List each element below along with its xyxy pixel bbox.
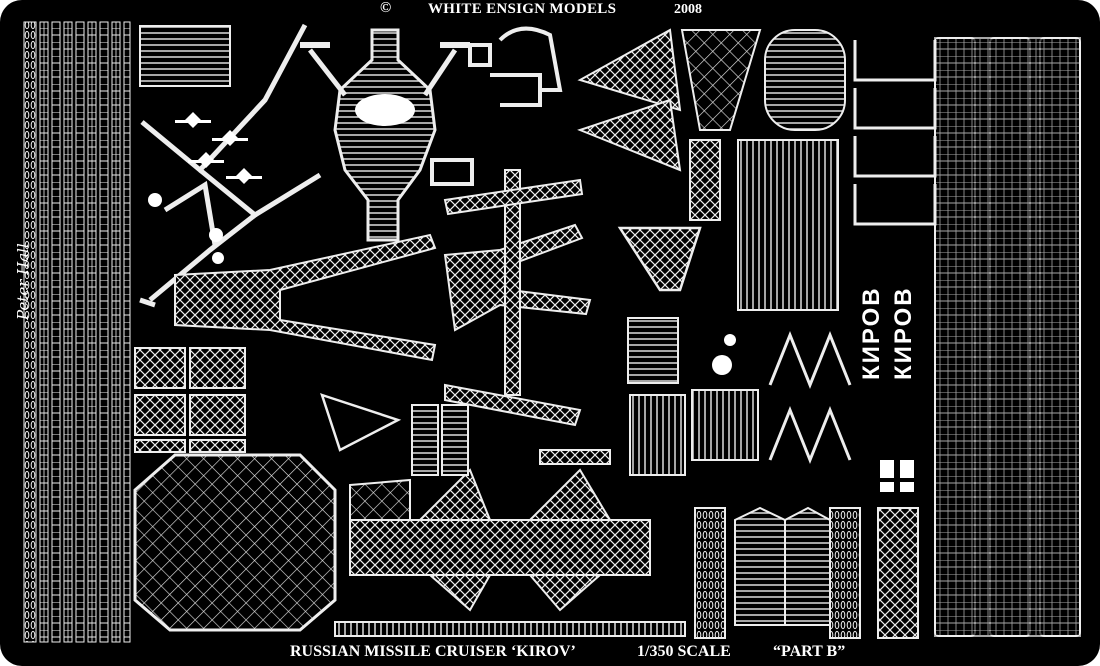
railing-strips	[23, 21, 131, 643]
designer-signature: Peter Hall	[14, 243, 32, 320]
maker-name: WHITE ENSIGN MODELS	[428, 1, 617, 17]
bottom-rails	[694, 506, 919, 639]
pipe-parts	[430, 26, 563, 186]
year-label: 2008	[674, 2, 702, 17]
top-strip-part	[139, 25, 231, 87]
wing-parts	[577, 28, 846, 172]
ladder-parts	[134, 347, 246, 453]
m-parts	[853, 40, 937, 226]
maker-header: © WHITE ENSIGN MODELS 2008	[380, 0, 740, 20]
radar-platform	[300, 28, 470, 242]
kit-scale: 1/350 SCALE	[637, 643, 731, 660]
cross-fittings	[148, 112, 262, 264]
lattice-masts	[174, 169, 592, 427]
w-parts	[768, 330, 852, 465]
walkway-parts	[334, 468, 686, 637]
fret-caption: RUSSIAN MISSILE CRUISER ‘KIROV’ 1/350 SC…	[0, 643, 1100, 665]
kit-title: RUSSIAN MISSILE CRUISER ‘KIROV’	[290, 643, 576, 660]
ship-name-etch-2: КИРОВ	[890, 286, 917, 380]
octagon-deck	[133, 453, 337, 632]
grate-parts	[411, 139, 839, 476]
triangle-parts	[320, 226, 702, 452]
copyright-symbol: ©	[380, 0, 392, 16]
small-fittings	[712, 334, 914, 492]
stanchion-array	[934, 37, 1081, 637]
ship-name-etch: КИРОВ	[858, 286, 885, 380]
kit-part: “PART B”	[773, 643, 846, 660]
